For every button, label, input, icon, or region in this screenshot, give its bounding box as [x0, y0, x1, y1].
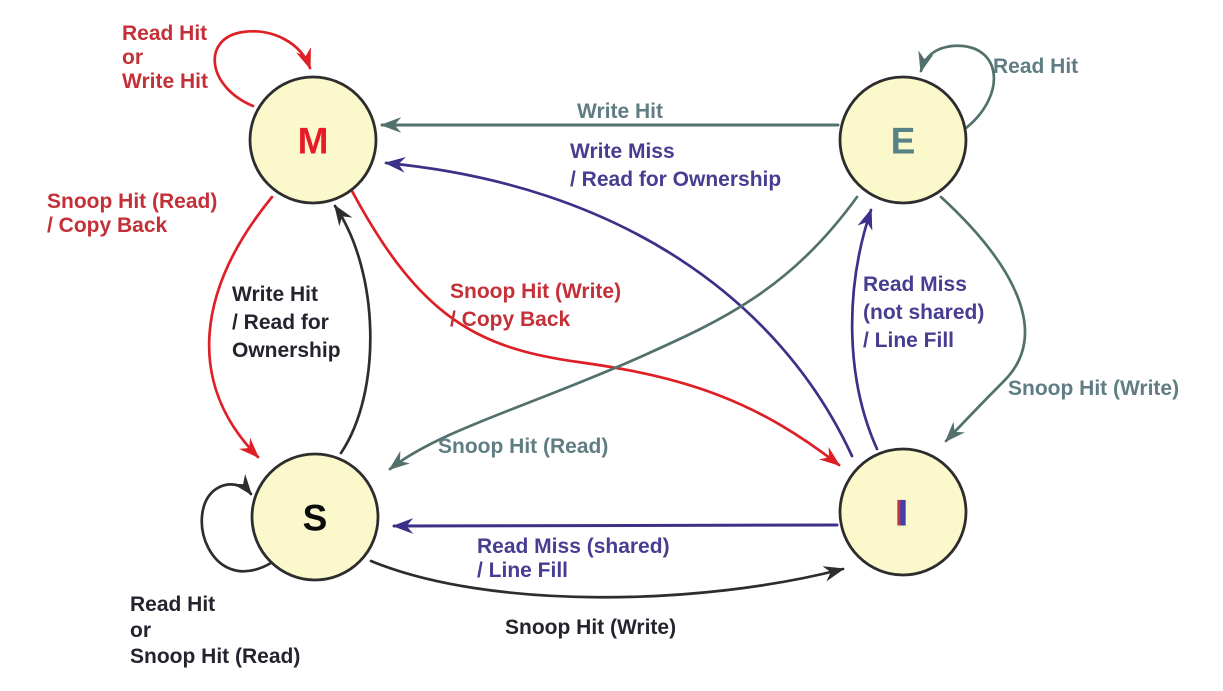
- label-line: / Copy Back: [47, 214, 168, 237]
- label-line: Ownership: [232, 339, 341, 362]
- edge-e-self-loop: [918, 44, 996, 130]
- label-line: Read Hit: [122, 22, 207, 45]
- state-letter-m: M: [298, 121, 329, 162]
- label-line: Read Hit: [130, 593, 215, 616]
- edge-m-to-s: [207, 195, 274, 459]
- label-line: Read Miss (shared): [477, 535, 670, 558]
- edge-i-to-s: [392, 518, 839, 534]
- edge-e-to-i: [939, 195, 1027, 443]
- label-line: / Read for Ownership: [570, 168, 781, 191]
- state-letter-i-shadow: I: [895, 493, 905, 534]
- label-line: Read Miss: [863, 273, 967, 296]
- label-line: / Copy Back: [450, 308, 571, 331]
- state-node-s: S: [250, 452, 380, 582]
- state-node-i: I I: [838, 447, 968, 577]
- edge-i-to-m: [384, 156, 854, 458]
- label-e-to-i: Snoop Hit (Write): [1008, 377, 1179, 400]
- state-circle-m: [248, 75, 378, 205]
- label-line: / Line Fill: [477, 559, 568, 582]
- edge-s-to-i: [369, 559, 845, 599]
- label-line: Snoop Hit (Read): [438, 435, 608, 458]
- label-m-to-s: Snoop Hit (Read) / Copy Back: [47, 190, 217, 237]
- state-node-m: M: [248, 75, 378, 205]
- label-line: or: [122, 46, 143, 69]
- state-letter-i: I: [898, 493, 908, 534]
- state-letter-s: S: [303, 498, 328, 539]
- label-line: Write Hit: [232, 283, 318, 306]
- label-line: Read Hit: [993, 55, 1078, 78]
- edge-e-to-s: [388, 195, 859, 471]
- state-circle-s: [250, 452, 380, 582]
- label-line: Snoop Hit (Read): [130, 645, 300, 668]
- label-line: Write Hit: [122, 70, 208, 93]
- edge-m-self-loop: [213, 30, 312, 108]
- label-i-to-s: Read Miss (shared) / Line Fill: [477, 535, 670, 582]
- label-line: Write Miss: [570, 140, 675, 163]
- label-line: / Read for: [232, 311, 329, 334]
- state-circle-e: [838, 75, 968, 205]
- state-letter-e: E: [891, 121, 916, 162]
- label-s-self-loop: Read Hit or Snoop Hit (Read): [130, 593, 300, 668]
- label-e-to-s: Snoop Hit (Read): [438, 435, 608, 458]
- label-i-to-e: Read Miss (not shared) / Line Fill: [863, 273, 984, 352]
- edge-i-to-e: [850, 208, 879, 451]
- label-m-self-loop: Read Hit or Write Hit: [122, 22, 208, 93]
- label-line: Snoop Hit (Write): [1008, 377, 1179, 400]
- label-s-to-i: Snoop Hit (Write): [505, 616, 676, 639]
- label-s-to-m: Write Hit / Read for Ownership: [232, 283, 341, 362]
- label-line: Write Hit: [577, 100, 663, 123]
- label-line: or: [130, 619, 151, 642]
- label-line: Snoop Hit (Read): [47, 190, 217, 213]
- state-node-e: E: [838, 75, 968, 205]
- label-m-to-i: Snoop Hit (Write) / Copy Back: [450, 280, 621, 331]
- state-circle-i: [838, 447, 968, 577]
- label-e-self-loop: Read Hit: [993, 55, 1078, 78]
- label-line: Snoop Hit (Write): [450, 280, 621, 303]
- label-i-to-m: Write Miss / Read for Ownership: [570, 140, 781, 191]
- label-e-to-m: Write Hit: [577, 100, 663, 123]
- edge-s-self-loop: [200, 474, 273, 573]
- edge-m-to-i: [350, 189, 841, 467]
- edge-s-to-m: [333, 204, 372, 455]
- label-line: Snoop Hit (Write): [505, 616, 676, 639]
- label-line: (not shared): [863, 301, 984, 324]
- label-line: / Line Fill: [863, 329, 954, 352]
